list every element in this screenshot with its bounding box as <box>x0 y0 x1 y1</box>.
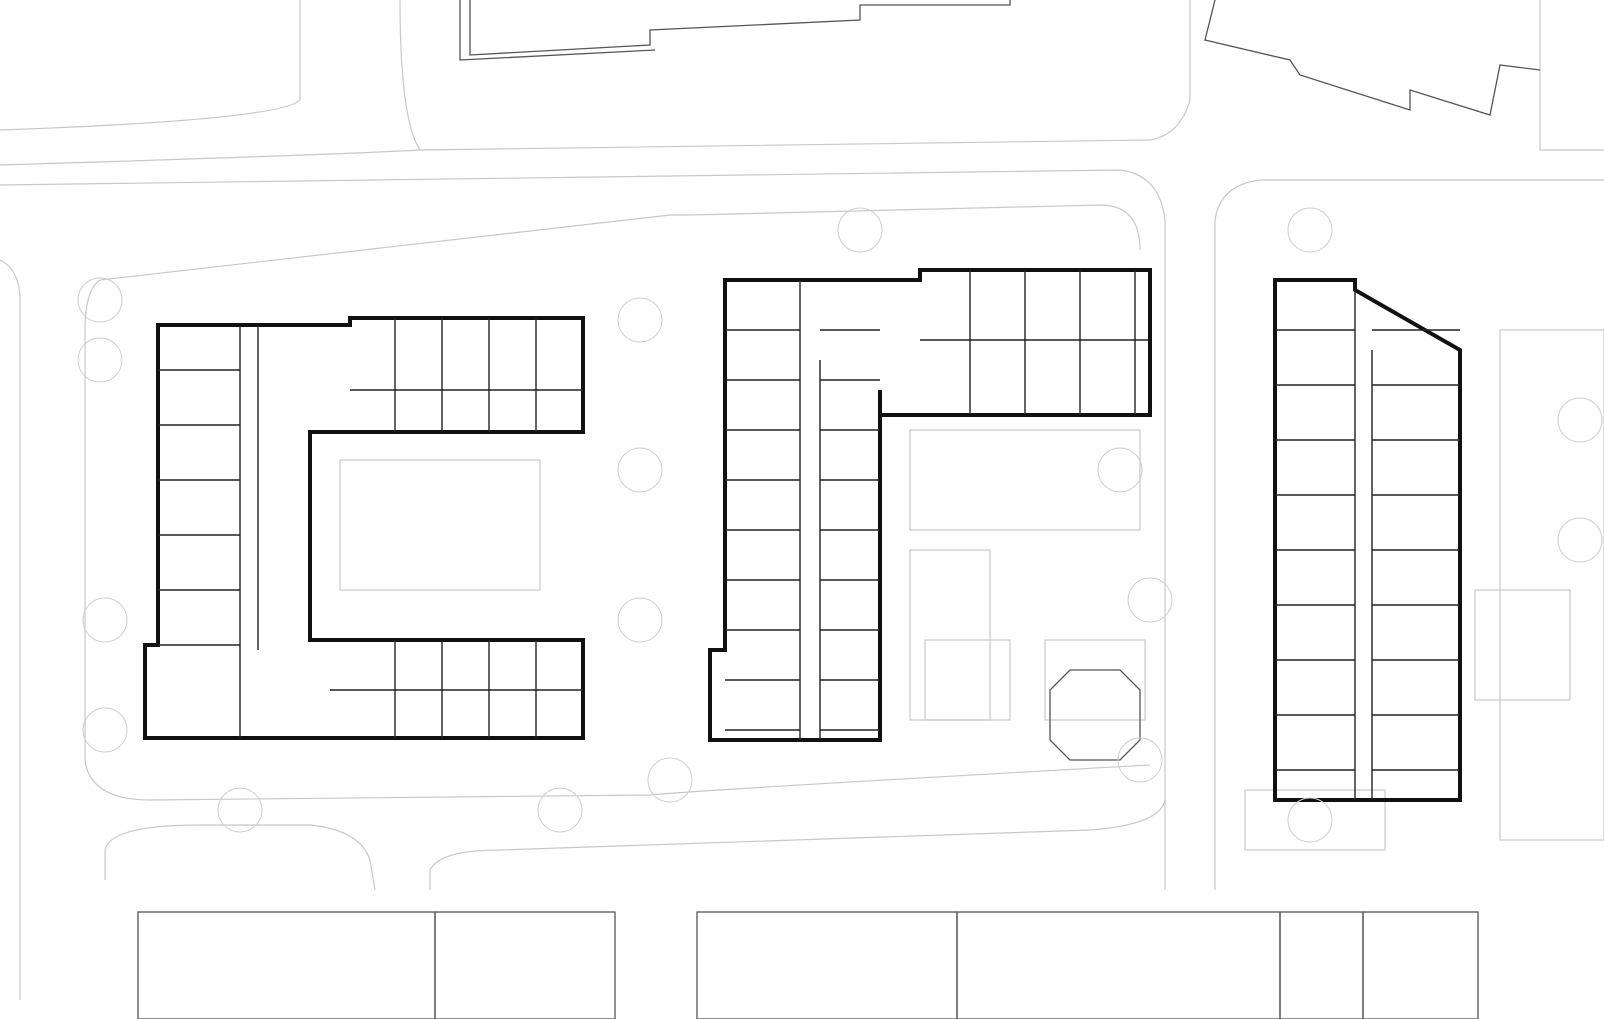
courtyard-garden <box>339 459 541 591</box>
neighbor-building <box>434 911 616 1019</box>
parcel <box>1244 789 1386 851</box>
neighbor-building <box>469 0 1011 56</box>
building-a <box>143 316 585 740</box>
street-edge <box>1539 0 1604 151</box>
tree-icon <box>617 447 663 493</box>
street-edge <box>1214 179 1604 890</box>
tree-icon <box>82 707 128 753</box>
building-b-outer-wall <box>708 268 1152 742</box>
building-c-outer-wall <box>1273 278 1462 802</box>
building-a-outer-wall <box>143 316 585 740</box>
building-b-partitions <box>725 270 1150 740</box>
tree-icon <box>647 757 693 803</box>
tree-icon <box>1557 397 1603 443</box>
street-edge <box>0 169 1166 890</box>
parcel <box>909 549 991 721</box>
neighbor-building <box>137 911 436 1019</box>
block-edge <box>84 279 1151 801</box>
tree-icon <box>1127 577 1173 623</box>
context-buildings <box>137 0 1541 1019</box>
neighbor-building <box>459 0 656 61</box>
street-edge <box>419 0 1191 151</box>
tree-icon <box>617 597 663 643</box>
street-edge <box>0 0 422 166</box>
building-b <box>708 268 1152 742</box>
pavilion <box>1049 669 1141 761</box>
tree-icon <box>1117 737 1163 783</box>
block-edge <box>99 204 1141 281</box>
parcel <box>1499 329 1604 841</box>
neighbor-building <box>1362 911 1479 1019</box>
parcel <box>1474 589 1571 701</box>
tree-icon <box>837 207 883 253</box>
neighbor-building <box>696 911 958 1019</box>
trees <box>77 207 1603 843</box>
neighbor-building <box>1279 911 1364 1019</box>
tree-icon <box>1287 207 1333 253</box>
tree-icon <box>82 597 128 643</box>
parcel <box>1044 639 1146 721</box>
tree-icon <box>77 337 123 383</box>
tree-icon <box>77 277 123 323</box>
parcel <box>924 639 1011 721</box>
building-c <box>1273 278 1462 802</box>
tree-icon <box>1097 447 1143 493</box>
tree-icon <box>1287 797 1333 843</box>
tree-icon <box>617 297 663 343</box>
building-c-partitions <box>1275 290 1460 800</box>
street-edge <box>0 0 301 131</box>
building-a-partitions <box>158 318 583 738</box>
tree-icon <box>217 787 263 833</box>
street-edge <box>104 799 1166 891</box>
tree-icon <box>1557 517 1603 563</box>
neighbor-building <box>1204 0 1541 116</box>
neighbor-building <box>956 911 1281 1019</box>
street-edge <box>0 259 21 1000</box>
tree-icon <box>537 787 583 833</box>
courtyard-garden <box>909 429 1141 531</box>
